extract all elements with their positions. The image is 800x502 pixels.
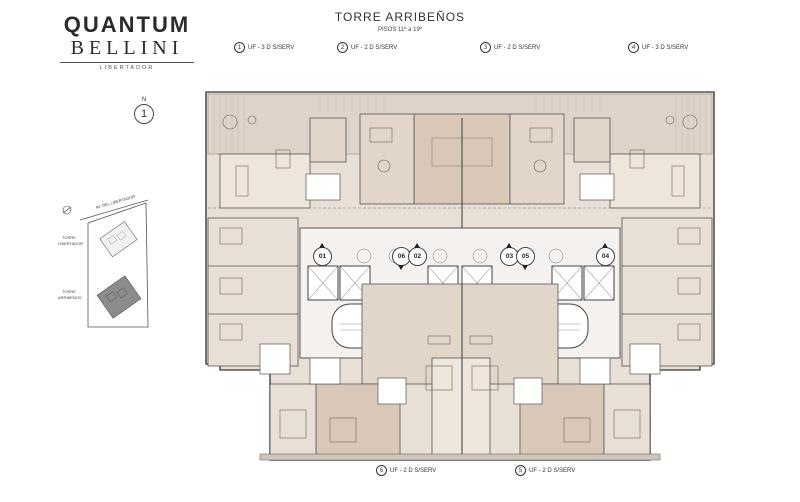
tower1-label-b: LIBERTADOR	[58, 241, 83, 246]
unit-label: UF - 2 D S/SERV	[494, 44, 541, 51]
unit-legend-5: 5 UF - 2 D S/SERV	[515, 465, 575, 476]
unit-marker-04: 04	[596, 243, 615, 266]
unit-number: 1	[234, 42, 245, 53]
unit-marker-01: 01	[313, 243, 332, 266]
logo-line-2: BELLINI	[70, 37, 184, 59]
unit-label: UF - 3 D S/SERV	[248, 44, 295, 51]
unit-number: 2	[337, 42, 348, 53]
unit-4-bedrooms	[621, 217, 713, 367]
unit-number: 4	[628, 42, 639, 53]
tower-libertador-shape	[99, 221, 138, 258]
unit-legend-4: 4 UF - 3 D S/SERV	[628, 42, 688, 53]
compass-icon: 1	[134, 104, 154, 124]
furniture	[222, 114, 698, 197]
unit-label: UF - 2 D S/SERV	[529, 467, 576, 474]
tower1-label-a: TORRE	[62, 235, 76, 240]
unit-label: UF - 2 D S/SERV	[390, 467, 437, 474]
unit-legend-6: 6 UF - 2 D S/SERV	[376, 465, 436, 476]
unit-legend-1: 1 UF - 3 D S/SERV	[234, 42, 294, 53]
tower2-label-b: ARRIBEÑOS	[58, 295, 82, 300]
north-letter: N	[141, 97, 147, 103]
logo-line-1: QUANTUM	[63, 12, 191, 37]
marker-label: 04	[601, 253, 610, 260]
site-north-icon	[62, 205, 72, 215]
tower-arribenos-shape	[96, 275, 142, 319]
unit-legend-2: 2 UF - 2 D S/SERV	[337, 42, 397, 53]
marker-label: 01	[318, 253, 327, 260]
unit-number: 5	[515, 465, 526, 476]
tower2-label-a: TORRE	[62, 289, 76, 294]
unit-1-living	[219, 153, 311, 209]
floor-plan	[205, 91, 715, 461]
unit-number: 3	[480, 42, 491, 53]
brand-logo: QUANTUM BELLINI LIBERTADOR	[58, 14, 196, 71]
plan-title: TORRE ARRIBEÑOS	[334, 10, 466, 24]
unit-4-living	[609, 153, 701, 209]
unit-number: 6	[376, 465, 387, 476]
unit-legend-3: 3 UF - 2 D S/SERV	[480, 42, 540, 53]
bed-icon	[431, 137, 493, 167]
marker-label: 06	[397, 253, 406, 260]
north-indicator: N 1	[133, 97, 155, 124]
street-label: AV. DEL LIBERTADOR	[95, 195, 136, 210]
bathrooms	[259, 173, 661, 405]
unit-label: UF - 3 D S/SERV	[642, 44, 689, 51]
logo-divider	[60, 62, 194, 63]
terrace-hatching	[213, 96, 707, 152]
site-plan-map: AV. DEL LIBERTADOR TORRE LIBERTADOR TORR…	[58, 195, 149, 328]
unit-marker-02: 02	[408, 243, 427, 266]
unit-marker-05: 05	[516, 247, 535, 270]
unit-1-bedrooms	[207, 217, 299, 367]
marker-label: 02	[413, 253, 422, 260]
north-digit: 1	[140, 108, 148, 120]
unit-label: UF - 2 D S/SERV	[351, 44, 398, 51]
logo-line-3: LIBERTADOR	[99, 65, 155, 71]
marker-label: 03	[505, 253, 514, 260]
plan-subtitle: PISOS 11º a 19º	[378, 27, 422, 33]
marker-label: 05	[521, 253, 530, 260]
